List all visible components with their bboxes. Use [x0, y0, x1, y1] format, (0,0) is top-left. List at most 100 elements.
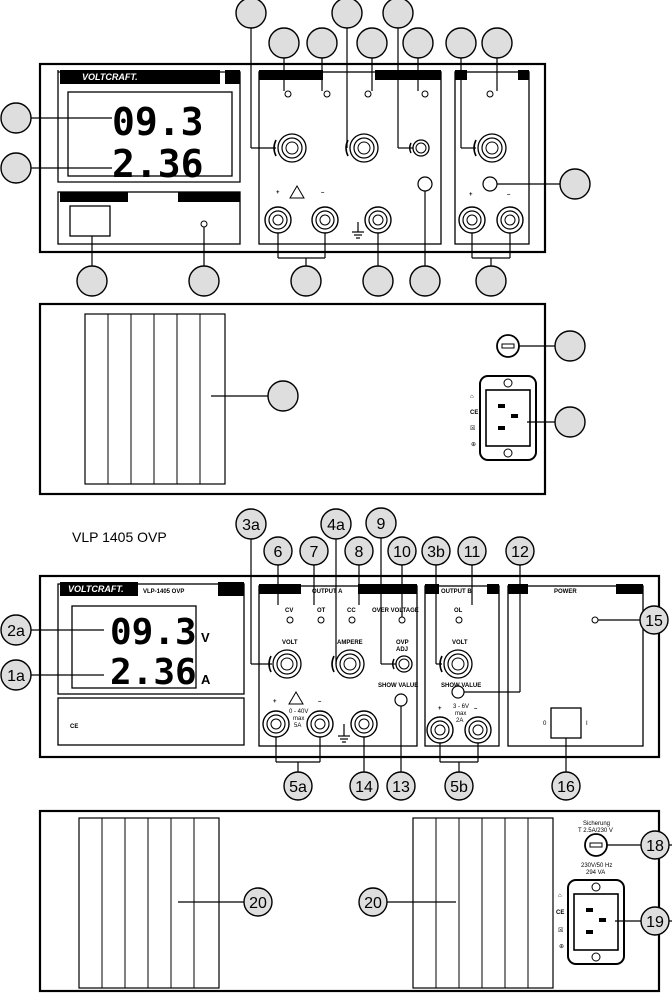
svg-text:6: 6 — [274, 544, 283, 561]
jack-a-plus[interactable] — [262, 710, 290, 738]
svg-text:9: 9 — [377, 516, 386, 533]
callout-10: 10 — [387, 536, 417, 566]
jack-b-plus[interactable] — [426, 716, 454, 744]
svg-text:1a: 1a — [7, 668, 25, 685]
volt-a-knob[interactable] — [268, 649, 302, 679]
callouts-top-unlabeled — [0, 0, 591, 297]
range-a-3: 5A — [294, 723, 301, 729]
callout-15: 15 — [639, 605, 669, 635]
callout-20-left: 20 — [243, 887, 273, 917]
show-value-b-button[interactable] — [451, 685, 465, 699]
power-led-top — [200, 220, 208, 228]
svg-text:10: 10 — [393, 544, 411, 561]
cv-led — [286, 616, 294, 624]
svg-text:☒: ☒ — [470, 425, 475, 432]
range-a-1: 0 - 40V — [289, 709, 308, 715]
brand-model-label: VLP-1405 OVP — [143, 589, 184, 595]
callout-20-right: 20 — [358, 887, 388, 917]
iec-mains-socket[interactable] — [567, 879, 625, 965]
svg-text:2a: 2a — [7, 623, 25, 640]
ce-mark: CE — [70, 724, 78, 730]
show-value-b-label: SHOW VALUE — [441, 683, 481, 689]
ground-jack[interactable] — [350, 710, 378, 738]
callout-3a: 3a — [235, 508, 267, 540]
over-voltage-label: OVER VOLTAGE — [372, 608, 419, 614]
svg-text:CE: CE — [470, 410, 478, 416]
svg-text:⌂: ⌂ — [558, 893, 562, 899]
rear-panel-unlabeled: ⌂ CE ☒ ⊕ — [38, 302, 586, 496]
callout-5a: 5a — [283, 771, 313, 801]
jack-a-minus[interactable] — [306, 710, 334, 738]
ovp-label: OVP — [396, 640, 409, 646]
range-b-2: max — [455, 711, 466, 717]
regulatory-icons: ⌂ CE ☒ ⊕ — [556, 893, 564, 950]
svg-text:13: 13 — [392, 779, 410, 796]
power-off-label: 0 — [543, 721, 547, 727]
show-value-a-button[interactable] — [394, 693, 408, 707]
callout-4a: 4a — [320, 508, 352, 540]
svg-text:5a: 5a — [289, 779, 307, 796]
svg-text:11: 11 — [464, 544, 481, 561]
power-title: POWER — [554, 589, 577, 595]
minus-a-label: – — [318, 699, 322, 705]
cv-label: CV — [285, 608, 293, 614]
svg-text:☒: ☒ — [558, 927, 563, 934]
callout-12: 12 — [505, 536, 535, 566]
over-voltage-led — [398, 616, 406, 624]
svg-text:CE: CE — [556, 910, 564, 916]
display-voltage-labeled: 09.3 — [110, 612, 197, 653]
rear-panel-labeled: Sicherung T 2.5A/230 V 230V/50 Hz 294 VA… — [38, 809, 672, 993]
svg-text:+: + — [276, 190, 280, 196]
svg-text:+: + — [469, 192, 473, 198]
front-panel-labeled: VOLTCRAFT. VLP-1405 OVP 09.3 2.36 V A CE… — [38, 574, 661, 759]
mains-label-2: 294 VA — [586, 870, 605, 876]
minus-b-label: – — [474, 706, 478, 712]
callout-14: 14 — [349, 771, 379, 801]
callout-5b: 5b — [444, 771, 474, 801]
fan-right — [412, 817, 554, 989]
ol-label: OL — [454, 608, 463, 614]
ampere-label: AMPERE — [337, 640, 363, 646]
callout-6: 6 — [263, 536, 293, 566]
volt-b-label: VOLT — [452, 640, 468, 646]
svg-text:⊕: ⊕ — [471, 442, 476, 448]
jack-b-minus[interactable] — [464, 716, 492, 744]
svg-text:5b: 5b — [450, 779, 468, 796]
volt-b-knob[interactable] — [439, 649, 473, 679]
ol-led — [455, 616, 463, 624]
power-switch[interactable] — [550, 707, 582, 739]
output-a-title: OUTPUT A — [312, 589, 343, 595]
svg-text:16: 16 — [557, 779, 575, 796]
leader-lines-front — [30, 538, 640, 772]
svg-text:20: 20 — [249, 895, 267, 912]
power-led — [591, 616, 599, 624]
svg-text:15: 15 — [645, 613, 663, 630]
ampere-knob[interactable] — [331, 649, 365, 679]
svg-text:14: 14 — [355, 779, 373, 796]
unit-volt: V — [201, 630, 210, 645]
cc-label: CC — [347, 608, 356, 614]
svg-text:⌂: ⌂ — [470, 394, 474, 400]
fuse-holder[interactable] — [584, 833, 608, 857]
fan-left — [78, 817, 220, 989]
front-panel-unlabeled: VOLTCRAFT. 09.3 2.36 + – — [38, 62, 547, 254]
callouts-labeled: 2a 1a 3a 4a 9 6 7 8 10 3b 11 12 15 5a 14… — [0, 507, 670, 936]
output-b-title: OUTPUT B — [441, 589, 472, 595]
svg-text:7: 7 — [310, 544, 319, 561]
fuse-label-1: Sicherung — [583, 821, 610, 827]
callout-11: 11 — [457, 536, 487, 566]
mains-label-1: 230V/50 Hz — [581, 863, 612, 869]
callout-13: 13 — [386, 771, 416, 801]
display-current: 2.36 — [112, 142, 204, 186]
svg-text:–: – — [321, 190, 325, 196]
volt-a-label: VOLT — [282, 640, 298, 646]
range-b-3: 2A — [456, 718, 463, 724]
display-current-labeled: 2.36 — [110, 652, 197, 693]
callout-2a: 2a — [0, 614, 32, 646]
svg-text:8: 8 — [355, 544, 364, 561]
range-a-2: max — [293, 716, 304, 722]
cc-led — [348, 616, 356, 624]
show-value-a-label: SHOW VALUE — [378, 683, 418, 689]
ot-label: OT — [317, 608, 326, 614]
